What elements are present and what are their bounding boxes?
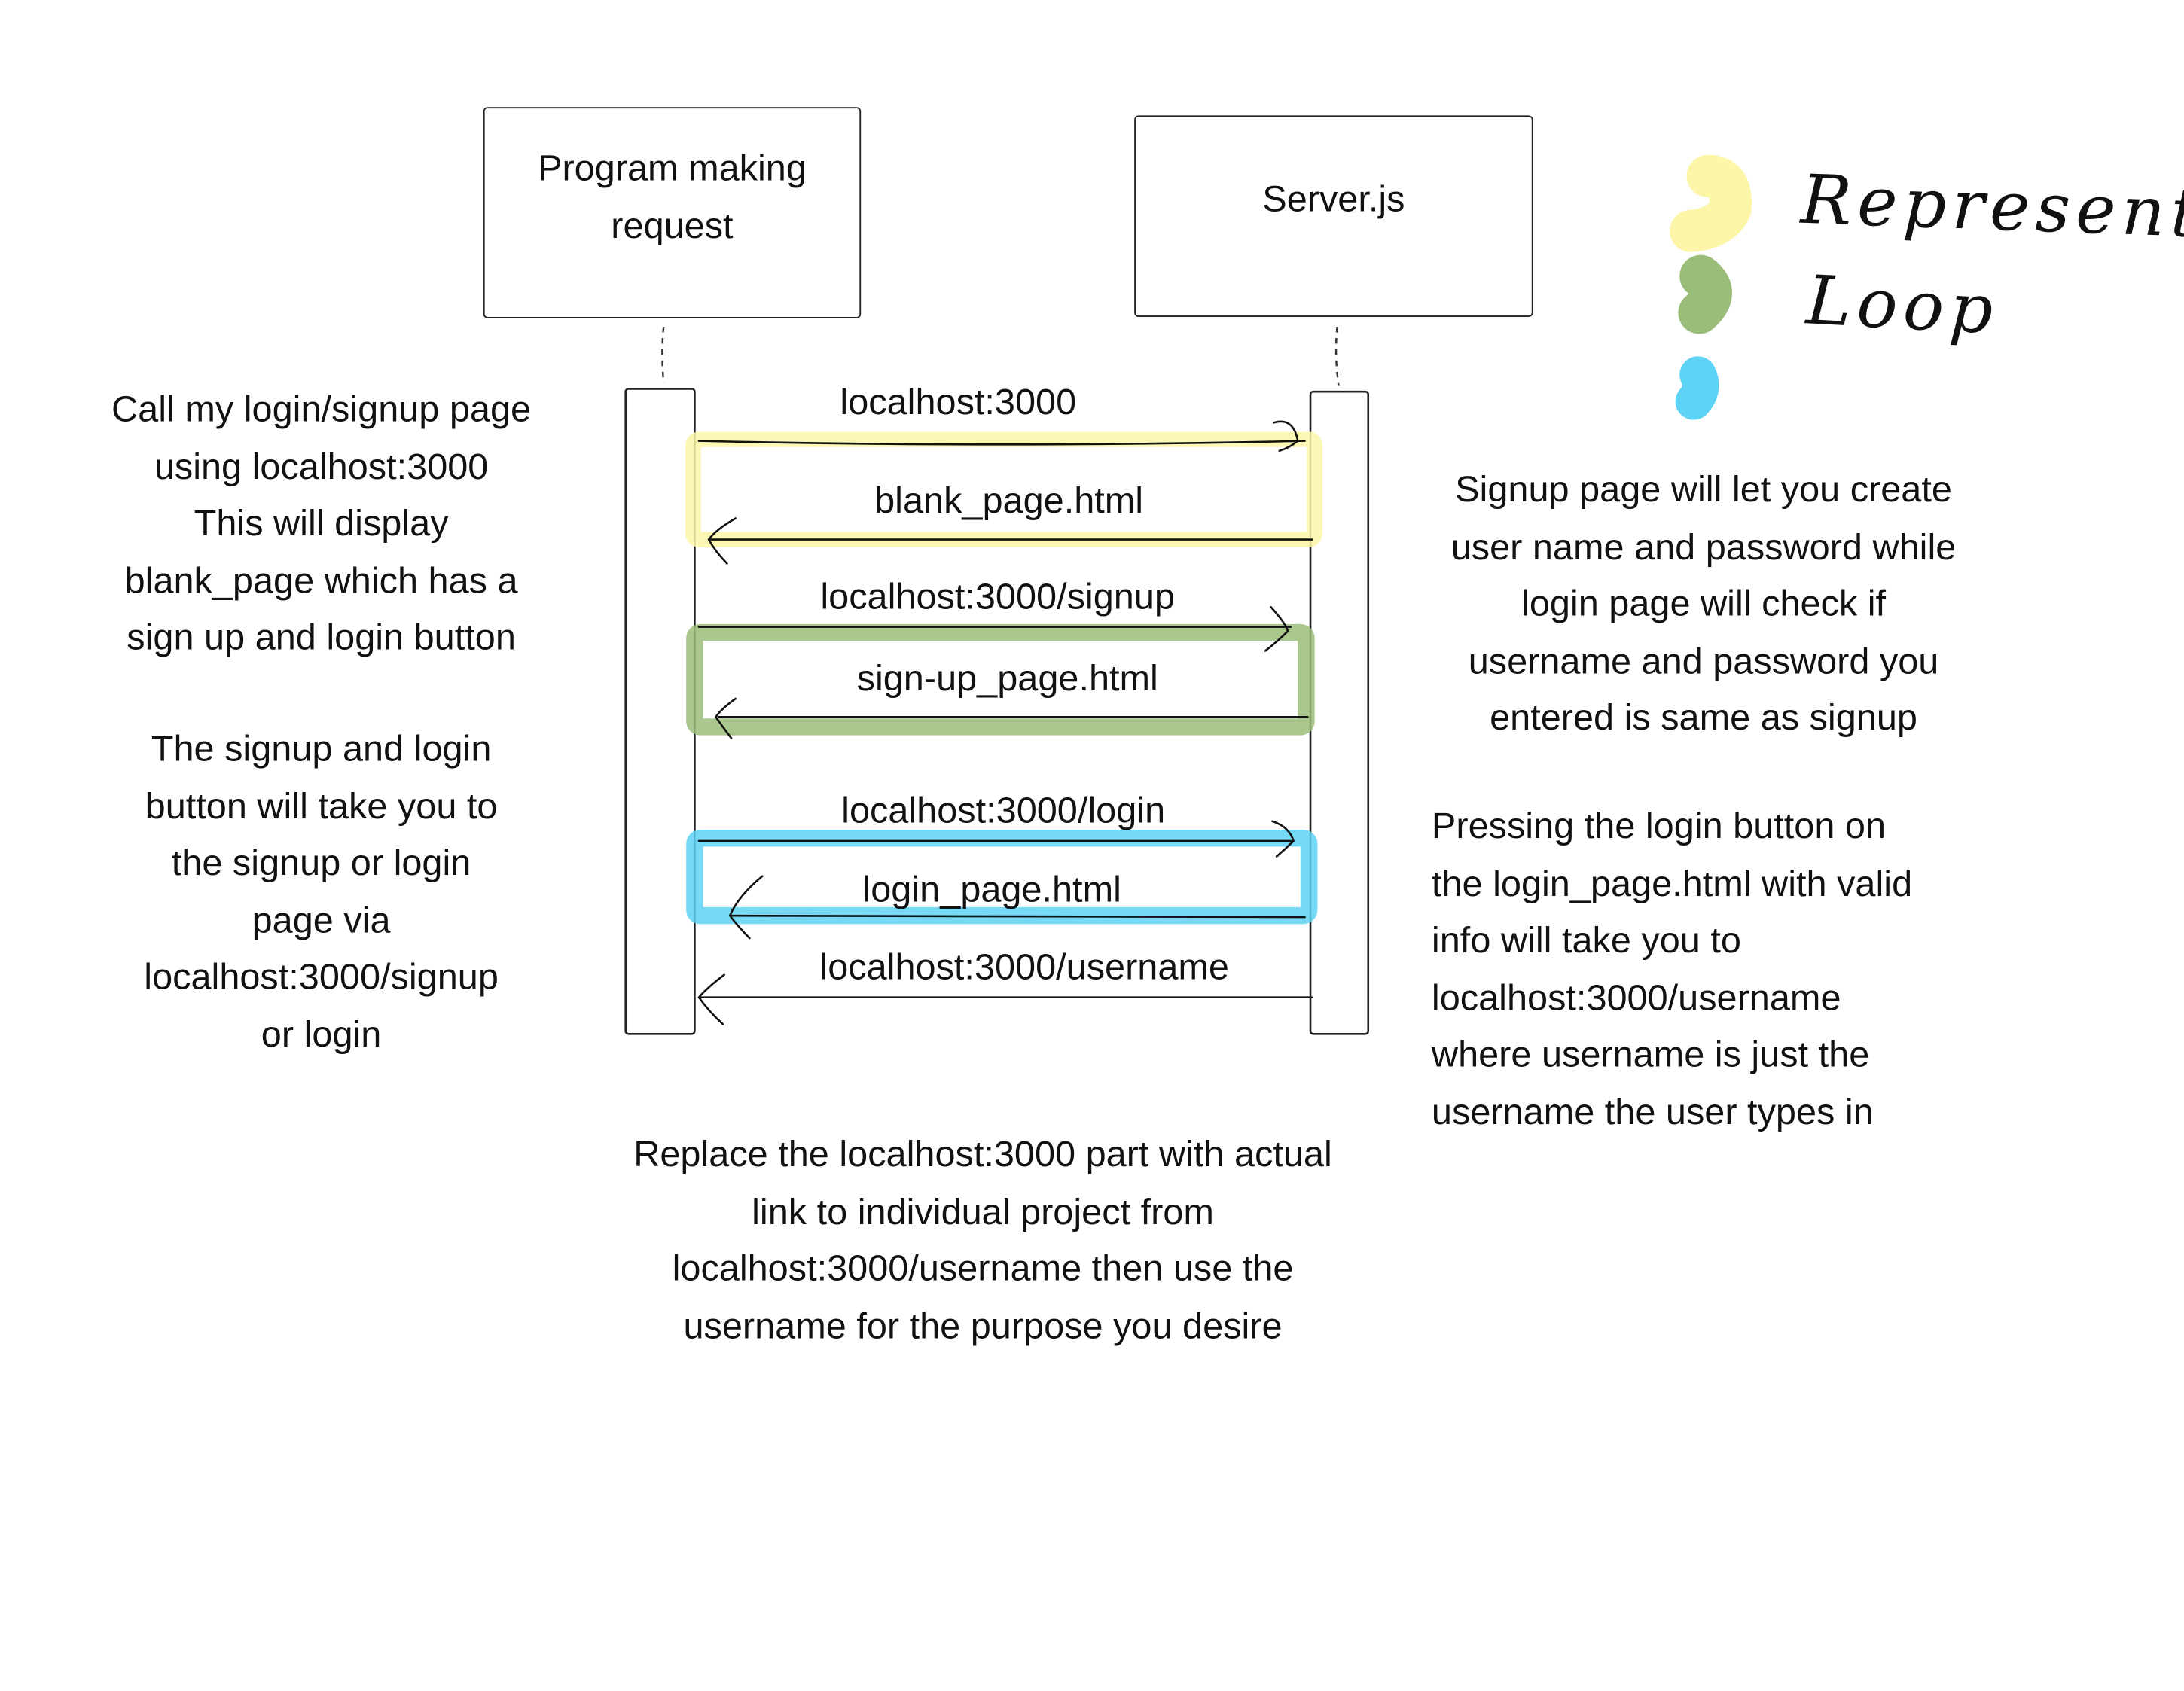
arrow-request-login-head [1271, 820, 1295, 858]
note-left-top: Call my login/signup page using localhos… [68, 380, 575, 666]
arrow-response-username-head [697, 973, 726, 1025]
legend-handwritten-line1: Represent [1799, 160, 2184, 254]
note-left-top-text: Call my login/signup page using localhos… [111, 387, 532, 658]
message-label-2: blank_page.html [874, 479, 1144, 522]
arrow-request-signup-head [1264, 606, 1289, 652]
message-arrows [697, 420, 1313, 1025]
arrow-response-blank-head [707, 517, 737, 565]
legend-blob-blue [1675, 356, 1719, 420]
client-activation-bar [624, 388, 696, 1035]
note-right-top: Signup page will let you create user nam… [1409, 461, 1998, 746]
participant-server-box: Server.js [1134, 115, 1533, 317]
arrow-request-root-head [1273, 420, 1299, 452]
arrow-response-login-head [728, 875, 764, 940]
message-label-3: localhost:3000/signup [820, 574, 1175, 617]
loop-highlight-green [686, 623, 1315, 736]
arrow-response-login [730, 914, 1306, 919]
legend-blob-yellow [1670, 154, 1752, 252]
note-bottom-text: Replace the localhost:3000 part with act… [633, 1132, 1332, 1346]
legend-blob-green [1678, 254, 1732, 334]
note-left-bottom-text: The signup and login button will take yo… [144, 727, 499, 1055]
arrow-response-signup-head [714, 697, 737, 739]
message-label-6: login_page.html [862, 867, 1121, 910]
arrow-request-root [697, 440, 1306, 446]
server-lifeline [1334, 326, 1340, 386]
message-label-5: localhost:3000/login [841, 788, 1166, 831]
message-label-7: localhost:3000/username [819, 945, 1230, 988]
note-bottom: Replace the localhost:3000 part with act… [578, 1126, 1388, 1354]
message-label-1: localhost:3000 [840, 380, 1077, 423]
participant-client-box: Program making request [483, 107, 862, 318]
note-right-bottom: Pressing the login button on the login_p… [1432, 797, 1995, 1140]
message-label-4: sign-up_page.html [856, 656, 1158, 699]
note-right-bottom-text: Pressing the login button on the login_p… [1431, 804, 1913, 1132]
participant-server-label: Server.js [1262, 177, 1405, 220]
note-right-top-text: Signup page will let you create user nam… [1450, 468, 1957, 739]
note-left-bottom: The signup and login button will take yo… [68, 720, 575, 1062]
participant-client-label: Program making request [538, 146, 807, 246]
client-lifeline [661, 326, 665, 384]
legend-handwritten-line2: Loop [1804, 261, 2001, 351]
